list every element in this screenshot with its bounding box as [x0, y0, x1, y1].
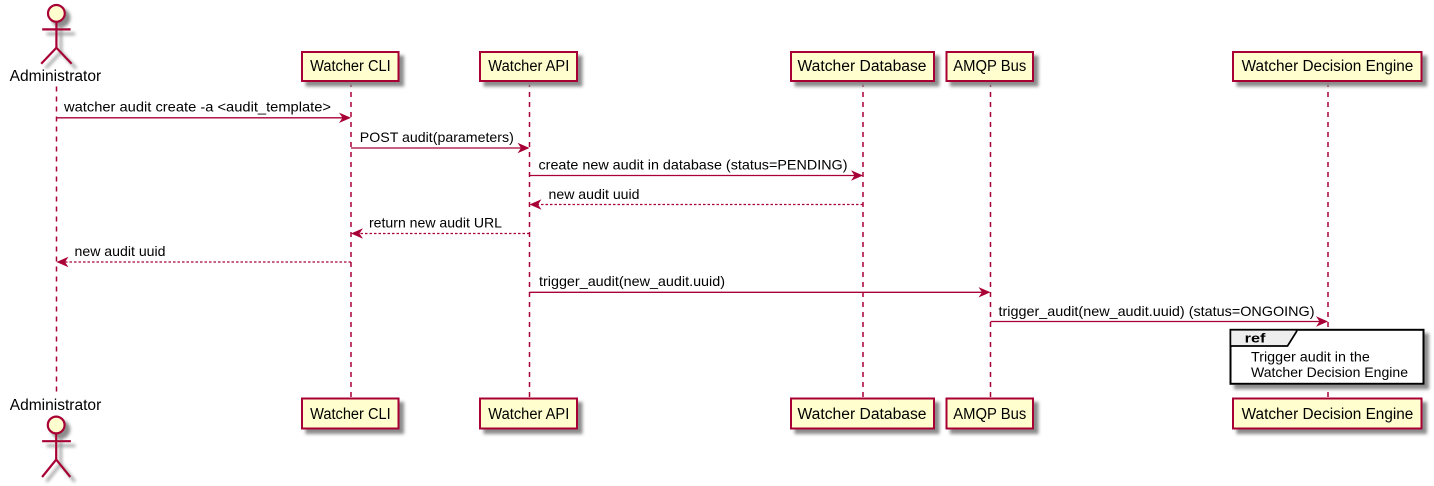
svg-text:ref: ref [1245, 331, 1267, 346]
svg-text:new audit uuid: new audit uuid [75, 243, 166, 259]
svg-text:trigger_audit(new_audit.uuid): trigger_audit(new_audit.uuid) (status=ON… [999, 303, 1315, 319]
svg-text:AMQP Bus: AMQP Bus [953, 58, 1026, 75]
svg-text:Watcher API: Watcher API [488, 58, 569, 75]
svg-text:Watcher Decision Engine: Watcher Decision Engine [1242, 406, 1414, 423]
svg-text:Administrator: Administrator [10, 68, 102, 85]
svg-text:Watcher CLI: Watcher CLI [310, 406, 391, 423]
svg-text:Trigger audit in the: Trigger audit in the [1251, 349, 1370, 365]
svg-text:Watcher Decision Engine: Watcher Decision Engine [1242, 58, 1414, 75]
svg-text:Watcher Database: Watcher Database [798, 406, 927, 423]
svg-text:return new audit URL: return new audit URL [369, 215, 502, 231]
svg-text:AMQP Bus: AMQP Bus [953, 406, 1026, 423]
svg-text:new audit uuid: new audit uuid [549, 186, 640, 202]
svg-text:watcher audit create -a <audit: watcher audit create -a <audit_template> [63, 99, 331, 115]
svg-text:trigger_audit(new_audit.uuid): trigger_audit(new_audit.uuid) [539, 273, 725, 289]
svg-text:create new audit in database (: create new audit in database (status=PEN… [539, 156, 848, 172]
svg-text:Watcher CLI: Watcher CLI [310, 58, 391, 75]
svg-text:Watcher Database: Watcher Database [798, 58, 927, 75]
svg-text:Administrator: Administrator [10, 397, 102, 414]
svg-text:Watcher Decision Engine: Watcher Decision Engine [1251, 364, 1408, 380]
svg-text:POST audit(parameters): POST audit(parameters) [360, 129, 514, 145]
svg-text:Watcher API: Watcher API [488, 406, 569, 423]
